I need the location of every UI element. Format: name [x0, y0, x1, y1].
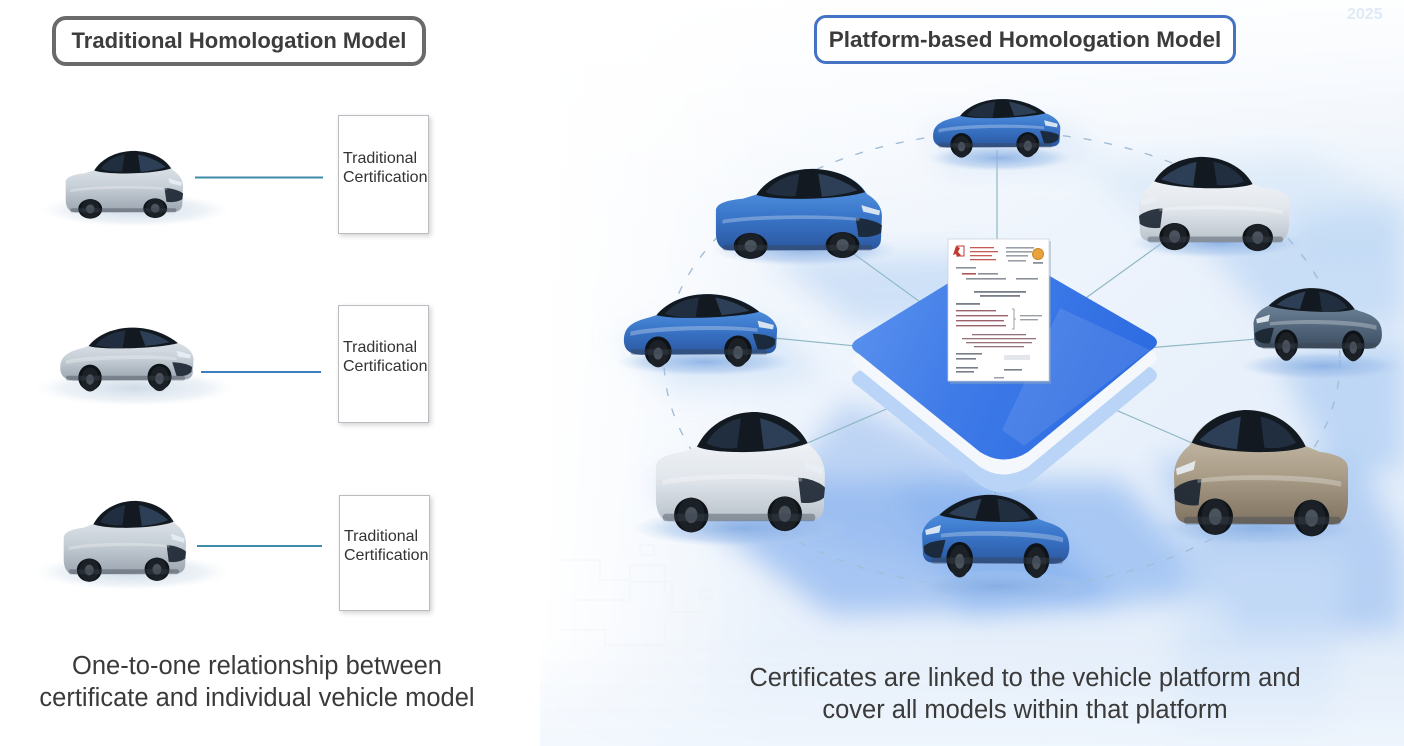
svg-text:2025: 2025: [1347, 6, 1383, 23]
